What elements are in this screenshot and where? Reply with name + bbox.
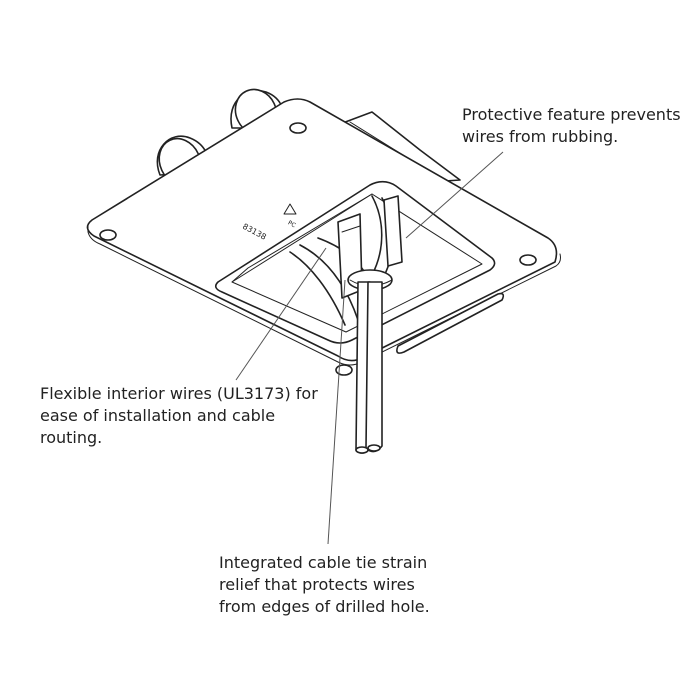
callout-line: from edges of drilled hole. [219, 597, 430, 616]
callout-line: Flexible interior wires (UL3173) for [40, 384, 318, 403]
recycle-icon [283, 203, 297, 215]
recycle-code-marking: PC [287, 219, 297, 229]
callout-line: Protective feature prevents [462, 105, 681, 124]
leader-protective [405, 151, 504, 239]
leader-flexible [235, 247, 327, 381]
mounting-hole-top [289, 122, 307, 134]
plate-slot [396, 292, 505, 354]
callout-line: ease of installation and cable [40, 406, 276, 425]
callout-strain-relief: Integrated cable tie strain relief that … [219, 552, 430, 618]
exit-cable [355, 281, 383, 454]
callout-line: relief that protects wires [219, 575, 415, 594]
callout-flexible-wires: Flexible interior wires (UL3173) for eas… [40, 383, 318, 449]
callout-line: routing. [40, 428, 103, 447]
mounting-hole-right [519, 254, 537, 266]
callout-line: wires from rubbing. [462, 127, 619, 146]
callout-line: Integrated cable tie strain [219, 553, 428, 572]
mounting-hole-left [99, 229, 117, 241]
leader-strain-relief [327, 279, 346, 545]
callout-protective-feature: Protective feature prevents wires from r… [462, 104, 681, 148]
mounting-hole-bottom [335, 364, 353, 376]
